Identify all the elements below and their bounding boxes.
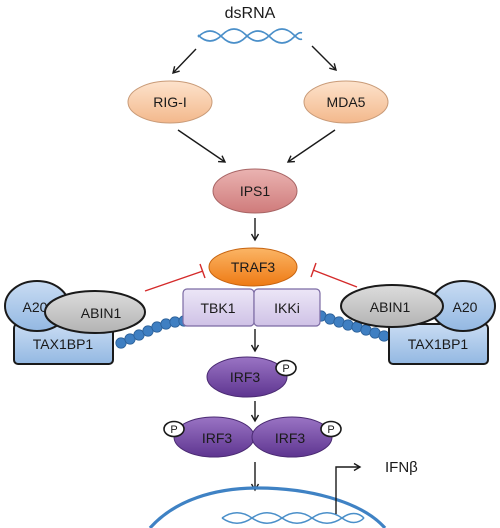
right-complex: TAX1BP1 A20 ABIN1 <box>340 280 496 365</box>
arrow-dsrna-to-rig-i <box>172 48 197 75</box>
transcription-arrow <box>335 462 362 514</box>
dsrna-label: dsRNA <box>225 5 276 22</box>
ifnb-label: IFNβ <box>385 459 418 476</box>
traf3-label: TRAF3 <box>231 259 276 275</box>
mda5-label: MDA5 <box>327 94 366 110</box>
abin1-right-ellipse <box>340 284 444 328</box>
bead-chain-left <box>115 315 190 349</box>
irf3-dimer-left-label: IRF3 <box>202 430 233 446</box>
rig-i-label: RIG-I <box>153 94 186 110</box>
inhibition-left <box>144 263 206 292</box>
phospho-badge-1 <box>275 359 297 377</box>
left-complex: TAX1BP1 A20 ABIN1 <box>4 280 146 365</box>
ips1-node: IPS1 <box>212 168 298 214</box>
tbk1-label: TBK1 <box>200 300 235 316</box>
arrow-dsrna-to-mda5 <box>311 45 337 71</box>
abin1-left-ellipse <box>44 290 146 334</box>
ikki-box <box>253 288 321 327</box>
a20-right-label: A20 <box>453 299 478 315</box>
tax1bp1-right-label: TAX1BP1 <box>408 336 469 352</box>
phospho-1-label: P <box>282 363 289 375</box>
phospho-2-label: P <box>170 424 177 436</box>
inhibition-right <box>310 262 358 288</box>
irf3-monomer: IRF3 P <box>206 356 297 398</box>
rig-i-node: RIG-I <box>127 80 213 124</box>
phospho-badge-2 <box>163 420 185 438</box>
tbk1-ikki-complex: TBK1 IKKi <box>182 288 321 327</box>
ips1-label: IPS1 <box>240 183 271 199</box>
phospho-3-label: P <box>327 424 334 436</box>
dsrna-double-helix <box>197 28 303 44</box>
irf3-dimer: IRF3 IRF3 P P <box>163 416 342 458</box>
ikki-label: IKKi <box>274 300 300 316</box>
traf3-node: TRAF3 <box>208 247 298 287</box>
tax1bp1-right-box <box>388 323 489 365</box>
nucleus-membrane <box>148 486 387 528</box>
phospho-badge-3 <box>320 420 342 438</box>
arrow-rig-i-to-ips1 <box>177 129 227 163</box>
a20-left-label: A20 <box>23 299 48 315</box>
irf3-single-label: IRF3 <box>230 369 261 385</box>
mda5-node: MDA5 <box>303 80 389 124</box>
abin1-right-label: ABIN1 <box>370 299 411 315</box>
dna-strand <box>221 512 365 524</box>
arrow-mda5-to-ips1 <box>286 129 336 163</box>
abin1-left-label: ABIN1 <box>81 305 122 321</box>
tax1bp1-left-label: TAX1BP1 <box>33 336 94 352</box>
irf3-dimer-right-label: IRF3 <box>275 430 306 446</box>
